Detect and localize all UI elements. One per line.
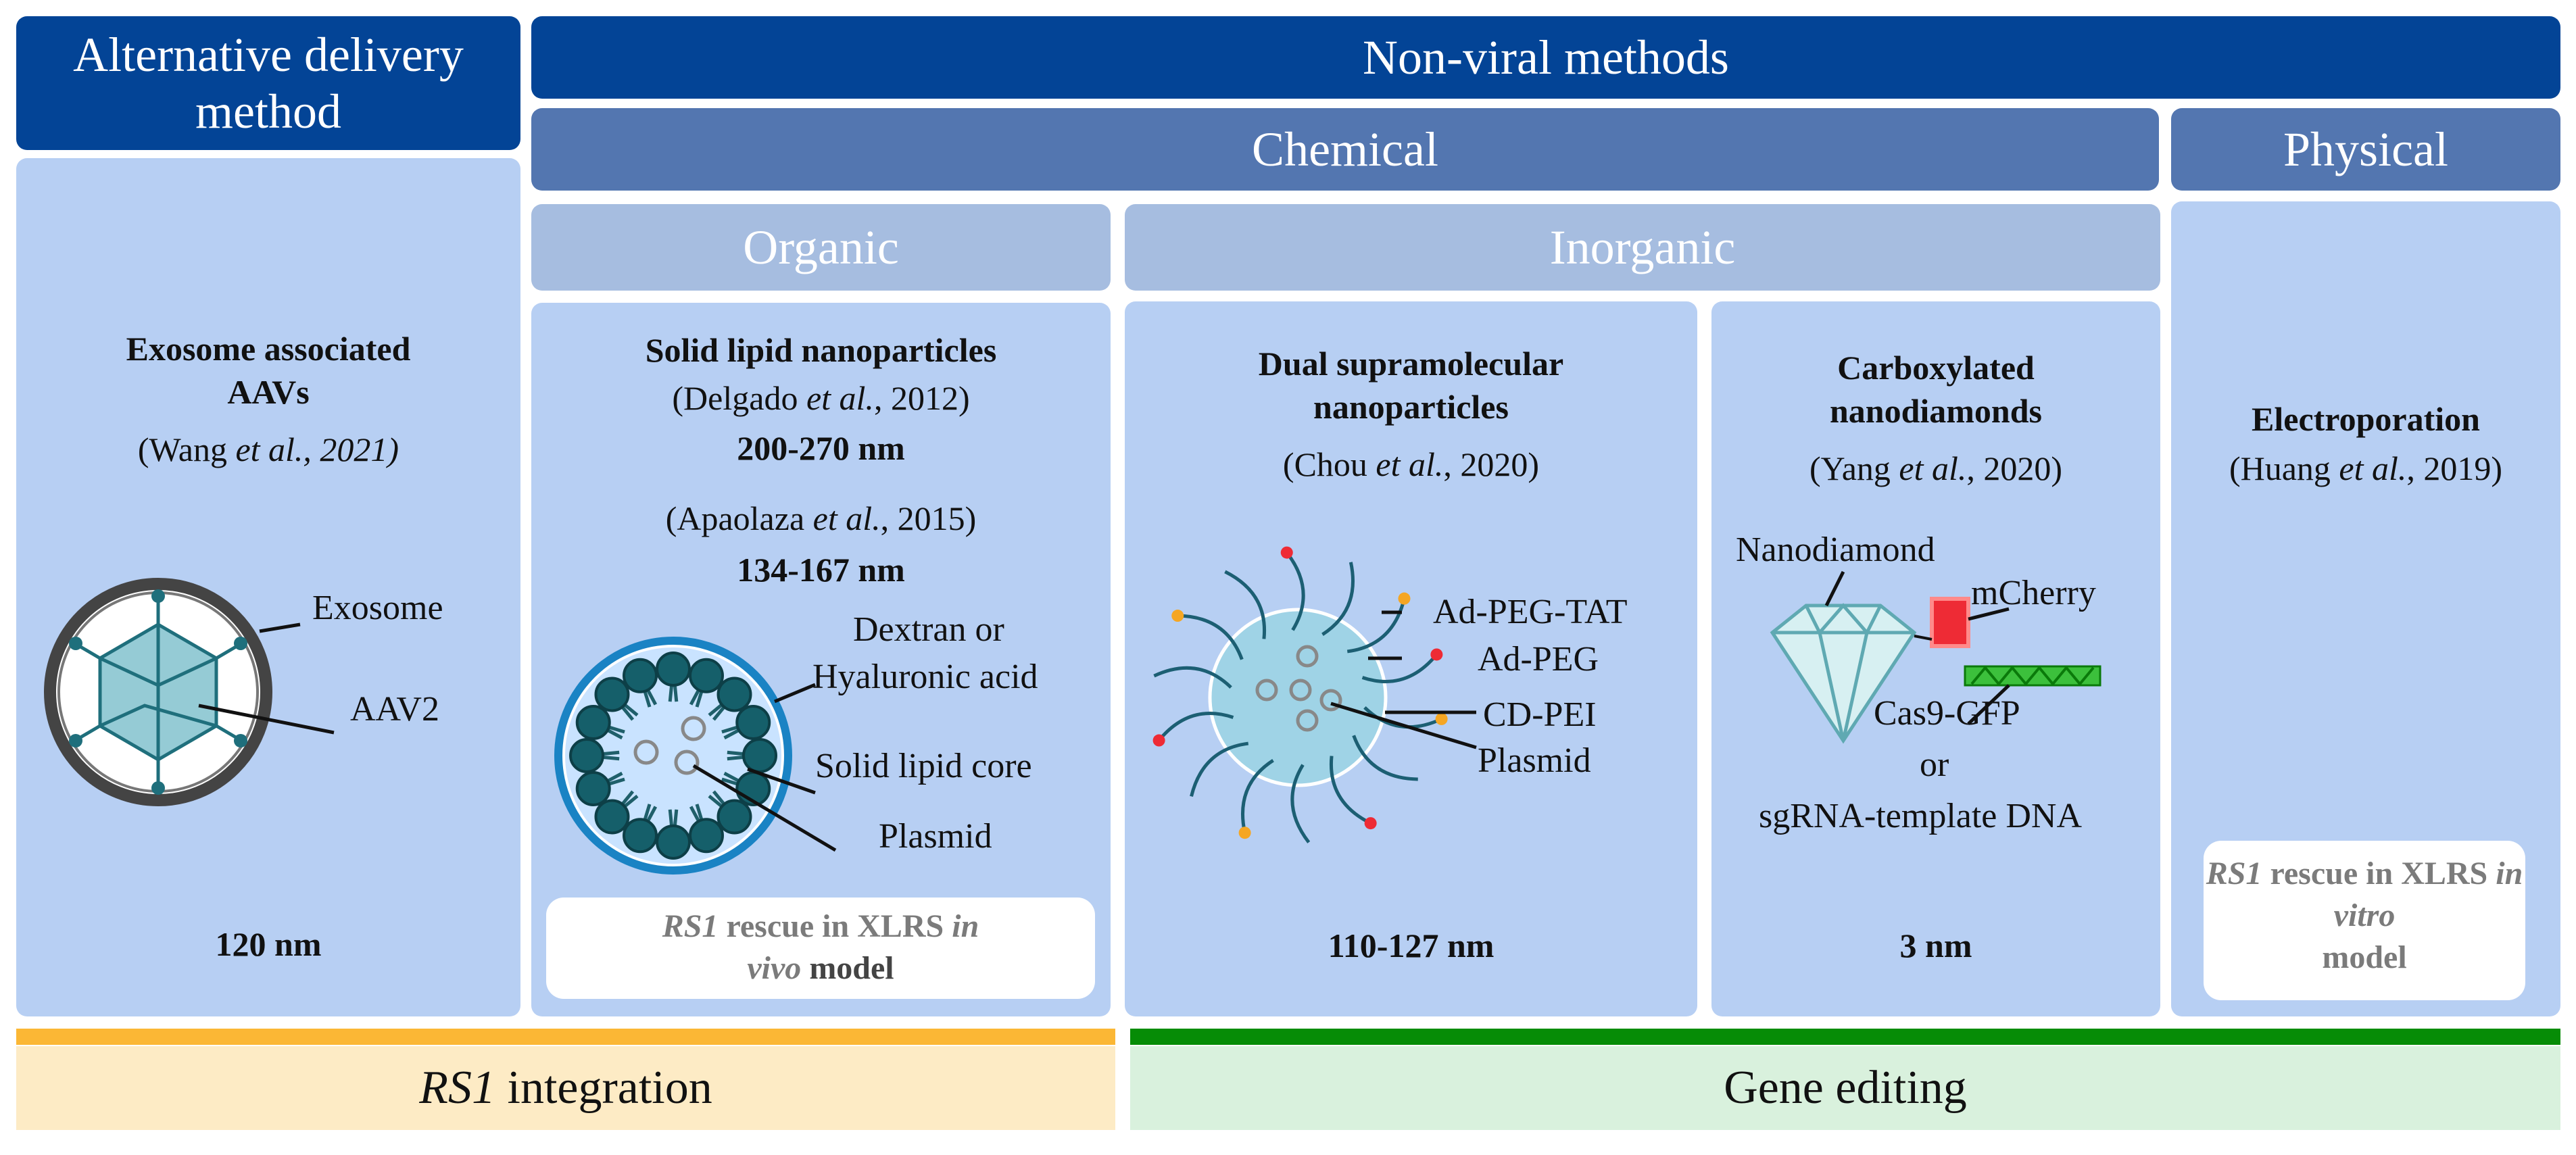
dual-citation-year: , 2020) <box>1443 445 1540 483</box>
aav2-label: AAV2 <box>350 690 439 729</box>
nanodiamond-citation-author: (Yang <box>1809 449 1899 487</box>
gene-editing-band: Gene editing <box>1130 1046 2560 1130</box>
dual-citation-etal: et al. <box>1376 445 1444 483</box>
header-organic: Organic <box>531 204 1111 291</box>
or-label: or <box>1920 745 1949 784</box>
sln-citation-2-year: , 2015) <box>880 499 977 537</box>
rs1-integration-gene: RS1 <box>419 1062 495 1114</box>
sln-illustration <box>554 637 837 875</box>
sln-citation-1-author: (Delgado <box>672 379 806 417</box>
header-organic-label: Organic <box>743 220 899 274</box>
dual-title: Dual supramolecular nanoparticles <box>1258 345 1564 426</box>
electro-note-mid: rescue in XLRS <box>2262 856 2496 891</box>
nanodiamond-label: Nanodiamond <box>1736 531 1935 569</box>
rs1-integration-rest: integration <box>495 1062 712 1114</box>
electro-note-gene: RS1 <box>2206 856 2262 891</box>
panel-carboxylated-nanodiamonds: Carboxylated nanodiamonds (Yang et al., … <box>1711 301 2160 1016</box>
gene-editing-label: Gene editing <box>1724 1062 1967 1114</box>
sln-note-vivo: vivo <box>747 950 802 986</box>
panel-exosome-aav: Exosome associated AAVs (Wang et al., 20… <box>16 158 520 1016</box>
nanodiamond-title: Carboxylated nanodiamonds <box>1829 349 2043 430</box>
electroporation-citation-etal: et al. <box>2339 449 2407 487</box>
panel-solid-lipid-nanoparticles: Solid lipid nanoparticles (Delgado et al… <box>531 303 1111 1016</box>
sln-note-end: model <box>801 950 894 986</box>
header-physical: Physical <box>2171 108 2560 191</box>
panel-electroporation: Electroporation (Huang et al., 2019) RS1… <box>2171 201 2560 1016</box>
nanodiamond-citation-year: , 2020) <box>1966 449 2063 487</box>
sln-size-1: 200-270 nm <box>737 429 905 467</box>
exosome-size: 120 nm <box>215 925 322 963</box>
sln-note-in: in <box>952 908 979 944</box>
nanodiamond-citation: (Yang et al., 2020) <box>1711 447 2160 489</box>
sln-citation-2-etal: et al. <box>812 499 881 537</box>
exosome-aav-illustration <box>44 578 335 806</box>
sln-lipid-shell <box>569 652 777 860</box>
panel-dual-supramolecular: Dual supramolecular nanoparticles (Chou … <box>1125 301 1697 1016</box>
electroporation-citation-year: , 2019) <box>2406 449 2503 487</box>
sln-rescue-note: RS1 rescue in XLRS in vivo model <box>546 898 1095 999</box>
sln-hyaluronic-label: Hyaluronic acid <box>812 658 1038 696</box>
exosome-citation: (Wang et al., 2021) <box>16 428 520 470</box>
exosome-label: Exosome <box>312 589 443 627</box>
header-inorganic-label: Inorganic <box>1549 220 1736 274</box>
nanodiamond-size: 3 nm <box>1899 927 1972 964</box>
electro-note-invitro: in vitro <box>2333 856 2523 933</box>
dual-polymer-tails <box>1152 546 1448 843</box>
gene-editing-bar <box>1130 1029 2560 1045</box>
sln-note-mid: rescue in XLRS <box>718 908 952 944</box>
header-inorganic: Inorganic <box>1125 204 2160 291</box>
header-alternative-delivery-label: Alternative delivery method <box>73 28 464 139</box>
nanodiamond-citation-etal: et al. <box>1899 449 1967 487</box>
electroporation-citation-author: (Huang <box>2229 449 2339 487</box>
sgrna-label: sgRNA-template DNA <box>1759 797 2083 835</box>
rs1-integration-band: RS1 integration <box>16 1046 1115 1130</box>
cas9-gfp-label: Cas9-GFP <box>1874 694 2020 733</box>
electro-note-end: model <box>2322 939 2407 975</box>
exosome-citation-etal: et al., 2021) <box>235 431 399 468</box>
sln-citation-1: (Delgado et al., 2012) <box>531 377 1111 419</box>
dual-citation-author: (Chou <box>1282 445 1376 483</box>
exosome-citation-author: (Wang <box>137 431 236 468</box>
dual-citation: (Chou et al., 2020) <box>1125 443 1697 485</box>
sln-title: Solid lipid nanoparticles <box>645 331 997 369</box>
header-non-viral-label: Non-viral methods <box>1363 30 1729 84</box>
header-chemical-label: Chemical <box>1252 122 1438 176</box>
mcherry-label: mCherry <box>1971 574 2096 612</box>
header-alternative-delivery: Alternative delivery method <box>16 16 520 150</box>
dual-tat-label: Ad-PEG-TAT <box>1433 593 1628 631</box>
dual-peg-label: Ad-PEG <box>1478 640 1599 679</box>
rs1-integration-label: RS1 integration <box>419 1061 712 1115</box>
electroporation-title: Electroporation <box>2252 400 2480 438</box>
sln-dextran-label: Dextran or <box>853 610 1004 649</box>
header-chemical: Chemical <box>531 108 2159 191</box>
dual-pei-label: CD-PEI <box>1483 695 1597 734</box>
header-non-viral: Non-viral methods <box>531 16 2560 99</box>
rs1-integration-bar <box>16 1029 1115 1045</box>
dual-nanoparticle-illustration <box>1152 546 1477 843</box>
sln-note-gene: RS1 <box>662 908 719 944</box>
sln-citation-2-author: (Apaolaza <box>665 499 813 537</box>
exosome-title: Exosome associated AAVs <box>126 330 411 411</box>
header-physical-label: Physical <box>2283 122 2448 176</box>
electroporation-rescue-note: RS1 rescue in XLRS in vitro model <box>2204 841 2525 1000</box>
dual-plasmid-label: Plasmid <box>1478 741 1591 780</box>
sln-core-label: Solid lipid core <box>815 747 1032 785</box>
nanodiamond-illustration <box>1770 570 2101 744</box>
electroporation-citation: (Huang et al., 2019) <box>2171 447 2560 489</box>
sln-citation-2: (Apaolaza et al., 2015) <box>531 497 1111 539</box>
sln-plasmid-label: Plasmid <box>879 817 992 856</box>
sln-size-2: 134-167 nm <box>737 551 905 589</box>
sln-citation-1-etal: et al. <box>806 379 874 417</box>
dual-size: 110-127 nm <box>1328 927 1494 964</box>
sln-citation-1-year: , 2012) <box>873 379 970 417</box>
